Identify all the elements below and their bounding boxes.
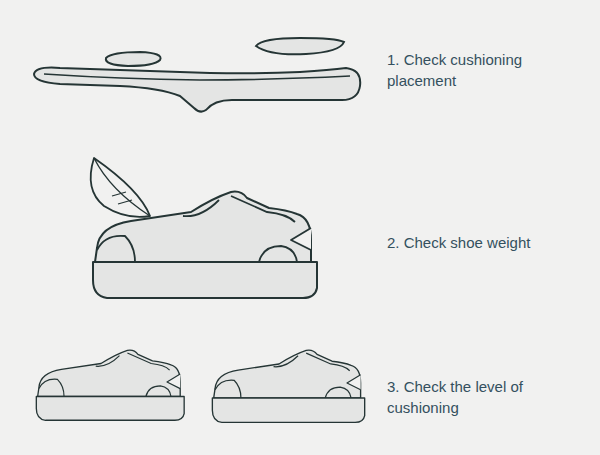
shoe-illustration bbox=[212, 350, 364, 422]
step-label: 2. Check shoe weight bbox=[387, 232, 565, 253]
shoe-illustration bbox=[36, 350, 184, 420]
feather-icon bbox=[91, 158, 150, 217]
sole-illustration bbox=[34, 38, 360, 112]
step-label: 3. Check the level of cushioning bbox=[387, 376, 565, 418]
shoe-illustration bbox=[93, 192, 317, 298]
step-label: 1. Check cushioning placement bbox=[387, 49, 565, 91]
